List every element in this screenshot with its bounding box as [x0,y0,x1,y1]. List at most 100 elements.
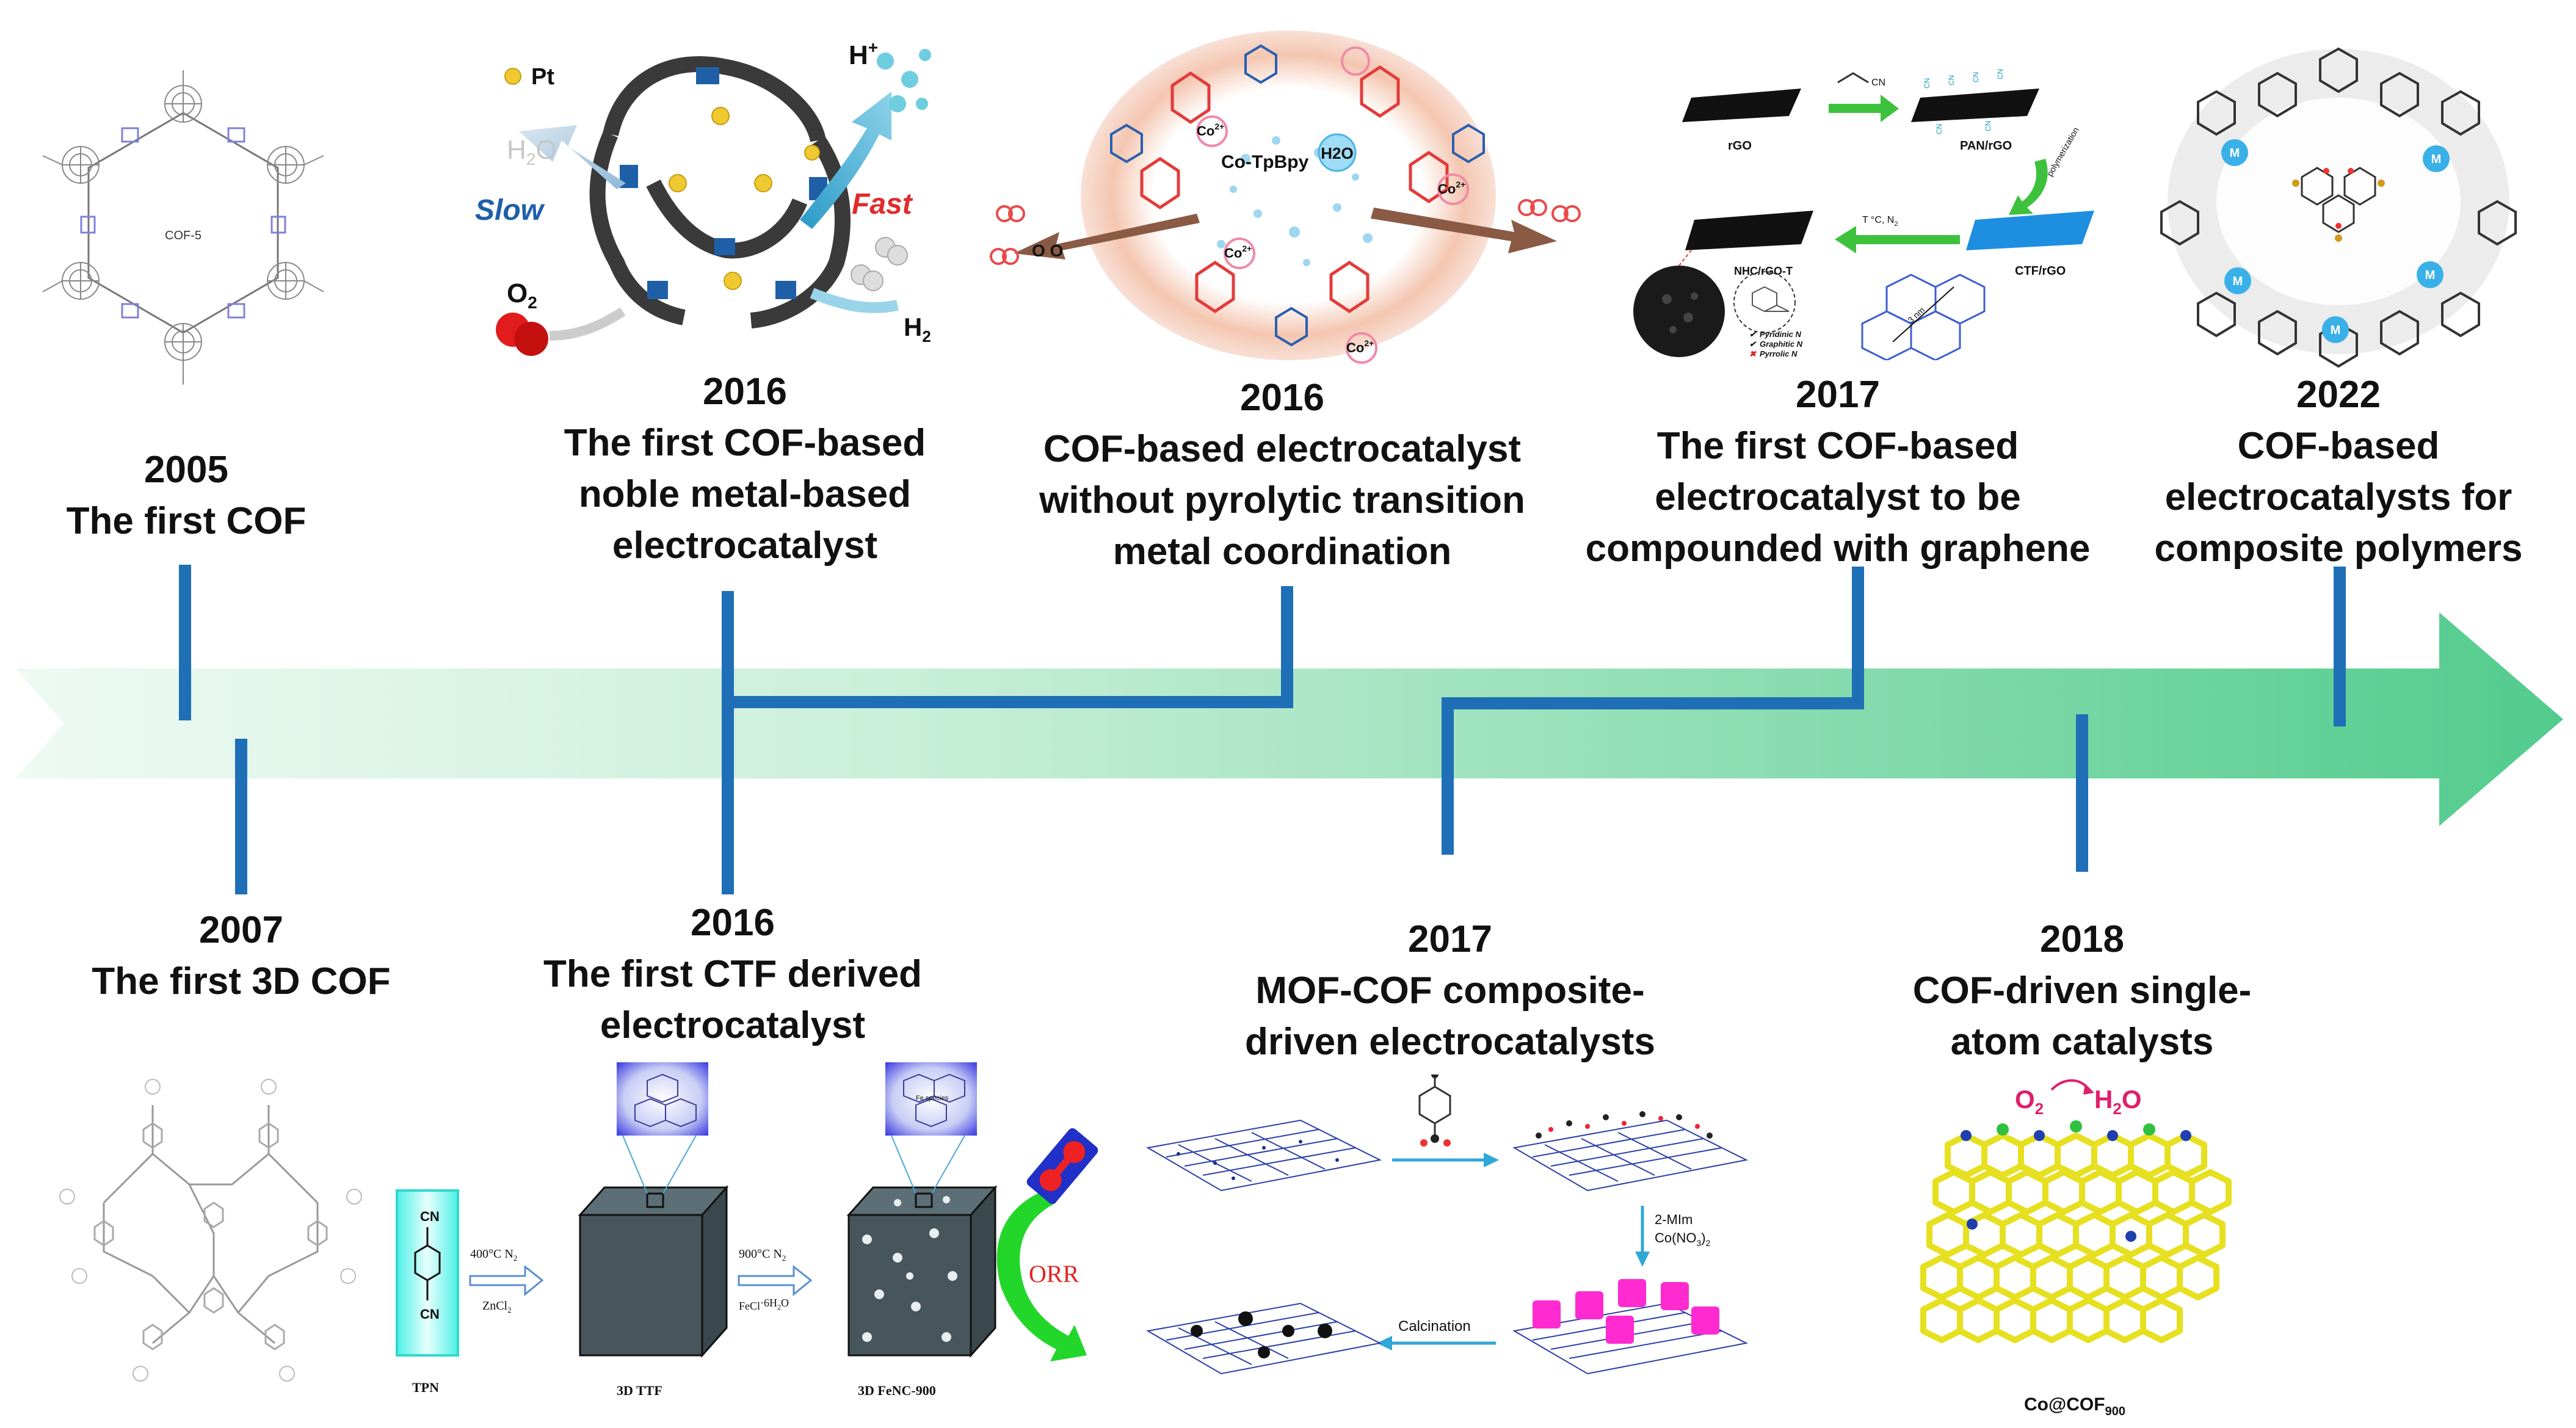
milestone-line: COF-driven single- [1912,970,2252,1012]
slow-arrow-icon [519,125,626,189]
svg-text:H+: H+ [849,38,878,70]
milestone-line: The first 3D COF [92,960,391,1002]
milestone-year: 2007 [199,909,283,951]
tpbpy-left-arrow-icon [1014,214,1200,259]
milestone-2016-tpbpy: 2016 COF-based electrocatalyst without p… [1001,372,1563,578]
h2-label: H [904,313,922,341]
milestone-line: without pyrolytic transition [1039,479,1525,521]
cof3d-structure-figure [59,1079,362,1382]
timeline-arrow-shape [15,612,2563,826]
tpn-cn-top: CN [420,1209,440,1224]
co-sup-4: 2+ [1364,338,1374,348]
tpbpy-center-label: Co-TpBpy [1221,152,1309,172]
cof5-structure-figure: COF-5 [42,70,324,385]
svg-text:CN: CN [1996,69,2005,79]
svg-text:T °C, N2: T °C, N2 [1862,215,1898,228]
milestone-line: metal coordination [1112,531,1452,573]
orr-arrow-icon [996,1191,1087,1361]
svg-text:CN: CN [1935,124,1943,134]
milestone-line: electrocatalyst to be [1655,476,2021,518]
milestone-line: electrocatalyst [600,1004,866,1046]
co-label-1: Co [1197,123,1214,139]
svg-text:900°C N2: 900°C N2 [739,1247,786,1263]
metal-label-5: M [2331,324,2341,337]
temp-label: T °C, N [1862,215,1894,225]
tpbpy-h2o-label: H2O [1321,144,1353,162]
milestone-year: 2018 [2040,918,2124,960]
milestone-line: MOF-COF composite- [1255,970,1645,1012]
milestone-2016-noble: 2016 The first COF-based noble metal-bas… [531,366,959,571]
tpbpy-right-arrow-icon [1371,208,1557,253]
step2-bottom-rest: ·6H [760,1297,777,1309]
milestone-line: composite polymers [2154,527,2523,570]
temp-sub: 2 [1894,220,1898,228]
orr-label: ORR [1029,1260,1079,1288]
milestone-2017-graphene: 2017 The first COF-based electrocatalyst… [1563,369,2113,574]
milestone-2018: 2018 COF-driven single- atom catalysts [1868,914,2296,1068]
svg-text:O2: O2 [2015,1085,2044,1118]
rgo-label: rGO [1728,139,1752,153]
milestone-2016-ctf: 2016 The first CTF derived electrocataly… [501,897,965,1051]
polymerization-label: polymerization [2045,125,2081,178]
single-h2o-o: O [2122,1085,2142,1114]
co-sup-1: 2+ [1214,121,1224,131]
svg-text:O2: O2 [507,278,537,312]
svg-text:CN: CN [1947,75,1956,85]
tpn-label: TPN [412,1380,439,1395]
h2o-slow-h: H [507,135,526,165]
monomer-cn-label: CN [1871,78,1885,88]
h-plus-sup: + [868,38,878,57]
svg-text:H2O: H2O [507,135,557,169]
step1-top: 400°C N [470,1247,513,1261]
slow-label: Slow [475,194,545,227]
milestone-year: 2016 [691,902,775,944]
reagent-mim-label: 2-MIm [1655,1212,1693,1227]
tpbpy-oo-label: O O [1032,241,1063,260]
milestone-line: electrocatalyst [612,524,878,567]
milestone-2007: 2007 The first 3D COF [58,905,424,1007]
svg-text:Co2+: Co2+ [1197,121,1224,139]
step1-top-sub: 2 [513,1253,518,1263]
svg-text:CN: CN [1923,78,1931,89]
milestone-line: The first CTF derived [543,953,923,995]
co-sup-3: 2+ [1456,179,1465,189]
svg-text:H2O: H2O [2094,1085,2141,1118]
h2-sub: 2 [922,327,931,346]
svg-text:✖: ✖ [1749,349,1757,358]
milestone-year: 2017 [1796,374,1880,416]
pyridinic-label: Pyridinic N [1760,330,1802,339]
svg-text:Co(NO3)2: Co(NO3)2 [1655,1230,1711,1248]
polymer-composite-figure: M M M M M [2160,47,2517,368]
svg-text:CN: CN [1972,72,1980,82]
ttf-label: 3D TTF [617,1383,662,1398]
svg-text:ZnCl2: ZnCl2 [482,1299,512,1314]
metal-label-1: M [2230,147,2240,160]
single-h2o-sub: 2 [2113,1100,2121,1118]
h2o-slow-sub: 2 [526,150,536,169]
milestone-line: COF-based electrocatalyst [1043,428,1522,470]
co-sup-2: 2+ [1242,244,1252,253]
h2o-slow-o: O [535,135,556,165]
svg-text:Co@COF900: Co@COF900 [2024,1394,2125,1418]
reagent-co-sub2: 2 [1706,1238,1711,1248]
calcination-label: Calcination [1398,1318,1471,1335]
single-o2-sub: 2 [2035,1100,2044,1118]
nhc-rgo-label: NHC/rGO-T [1734,265,1793,277]
milestone-line: atom catalysts [1950,1021,2214,1063]
single-o2: O [2015,1085,2035,1114]
step2-bottom-sub2: 2 [777,1303,781,1311]
step1-bottom-sub: 2 [507,1305,512,1314]
fast-arrow-icon [800,92,891,229]
svg-text:FeCl·6H2O: FeCl·6H2O [739,1297,789,1312]
o2-label: O [507,278,528,308]
ctf-derived-figure: CN CN TPN 400°C N2 ZnCl2 3D TTF 900°C N2… [396,1062,1098,1398]
pt-cof-figure: Pt Slow H2O O2 Fast H+ H2 [475,38,931,356]
mof-cof-figure: 2-MIm Co(NO3)2 Calcination [1146,1075,1749,1375]
graphene-composite-figure: rGO CN CN CN CN CN CN CN PAN/rGO polymer… [1633,69,2094,360]
reagent-co-end: ) [1701,1230,1705,1245]
svg-text:✔: ✔ [1749,330,1757,339]
metal-label-2: M [2431,153,2442,166]
milestone-2017-mofcof: 2017 MOF-COF composite- driven electroca… [1160,914,1740,1068]
reagent-co-sub: 3 [1696,1238,1701,1248]
